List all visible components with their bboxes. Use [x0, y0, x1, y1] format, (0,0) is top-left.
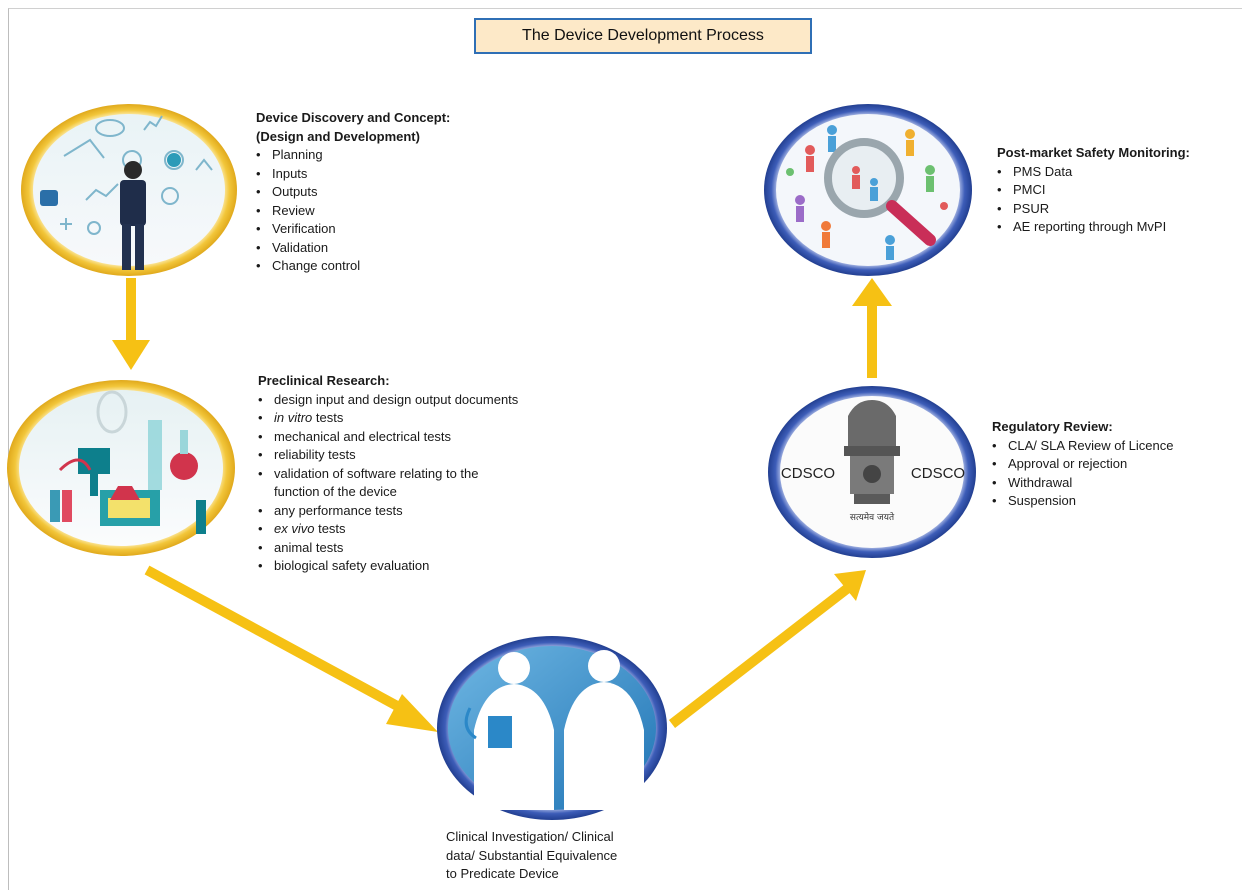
- arrow-regulatory-to-postmarket: [852, 278, 892, 378]
- list-item: PSUR: [997, 200, 1190, 219]
- list-item: reliability tests: [258, 446, 518, 465]
- list-item: Outputs: [256, 183, 450, 202]
- lab-equipment: [50, 390, 206, 534]
- list-item: mechanical and electrical tests: [258, 428, 518, 447]
- list-item: any performance tests: [258, 502, 518, 521]
- clinical-label-line2: data/ Substantial Equivalence: [446, 847, 618, 863]
- arrow-clinical-to-regulatory: [668, 570, 866, 728]
- discovery-list: Planning Inputs Outputs Review Verificat…: [256, 146, 450, 276]
- diagram-title: The Device Development Process: [474, 18, 812, 54]
- magnifying-glass-icon: [824, 138, 936, 246]
- preclinical-heading: Preclinical Research:: [258, 373, 390, 388]
- postmarket-illustration: [764, 104, 972, 276]
- list-item: Verification: [256, 220, 450, 239]
- clinical-illustration: [437, 636, 667, 820]
- list-item: design input and design output documents: [258, 391, 518, 410]
- emblem-label-right: CDSCO: [911, 465, 965, 482]
- list-item: Planning: [256, 146, 450, 165]
- list-item: in vitro tests: [258, 409, 518, 428]
- businessman-figure: [120, 161, 146, 270]
- list-item: validation of software relating to the: [258, 465, 518, 484]
- crowd-figures: [786, 125, 948, 260]
- list-item: Change control: [256, 257, 450, 276]
- list-item: ex vivo tests: [258, 520, 518, 539]
- clinical-label: Clinical Investigation/ Clinical data/ S…: [446, 828, 686, 884]
- arrow-discovery-to-preclinical: [112, 278, 150, 370]
- map-pin-icon: [40, 190, 58, 206]
- preclinical-illustration: [7, 380, 235, 556]
- preclinical-list: design input and design output documents…: [258, 391, 518, 576]
- clipboard-icon: [488, 716, 512, 748]
- list-item: Inputs: [256, 165, 450, 184]
- discovery-heading-line1: Device Discovery and Concept:: [256, 110, 451, 125]
- postmarket-text-block: Post-market Safety Monitoring: PMS Data …: [997, 144, 1190, 237]
- clinical-label-line3: to Predicate Device: [446, 866, 559, 881]
- discovery-heading-line2: (Design and Development): [256, 128, 420, 144]
- list-item: Review: [256, 202, 450, 221]
- list-item: AE reporting through MvPI: [997, 218, 1190, 237]
- emblem-label-left: CDSCO: [781, 465, 835, 482]
- list-item: biological safety evaluation: [258, 557, 518, 576]
- emblem-motto: सत्यमेव जयते: [850, 511, 895, 523]
- lion-capital-emblem: [844, 400, 900, 504]
- doctors-silhouette: [474, 650, 644, 810]
- preclinical-text-block: Preclinical Research: design input and d…: [258, 372, 518, 576]
- list-item: Suspension: [992, 492, 1173, 511]
- postmarket-list: PMS Data PMCI PSUR AE reporting through …: [997, 163, 1190, 237]
- regulatory-heading: Regulatory Review:: [992, 419, 1113, 434]
- list-item: CLA/ SLA Review of Licence: [992, 437, 1173, 456]
- clinical-label-line1: Clinical Investigation/ Clinical: [446, 829, 614, 844]
- arrow-preclinical-to-clinical: [144, 565, 438, 732]
- list-item: animal tests: [258, 539, 518, 558]
- list-item: Withdrawal: [992, 474, 1173, 493]
- discovery-text-block: Device Discovery and Concept: (Design an…: [256, 109, 450, 276]
- postmarket-heading: Post-market Safety Monitoring:: [997, 145, 1190, 160]
- page-frame: [8, 8, 1242, 890]
- list-item: Approval or rejection: [992, 455, 1173, 474]
- list-item: PMCI: [997, 181, 1190, 200]
- discovery-illustration: [21, 104, 237, 276]
- regulatory-list: CLA/ SLA Review of Licence Approval or r…: [992, 437, 1173, 511]
- list-item: PMS Data: [997, 163, 1190, 182]
- list-item: Validation: [256, 239, 450, 258]
- regulatory-emblem: CDSCO CDSCO सत्यमेव जयते: [768, 386, 976, 558]
- stethoscope-icon: [464, 707, 477, 740]
- list-item-continuation: function of the device: [274, 484, 397, 499]
- regulatory-text-block: Regulatory Review: CLA/ SLA Review of Li…: [992, 418, 1173, 511]
